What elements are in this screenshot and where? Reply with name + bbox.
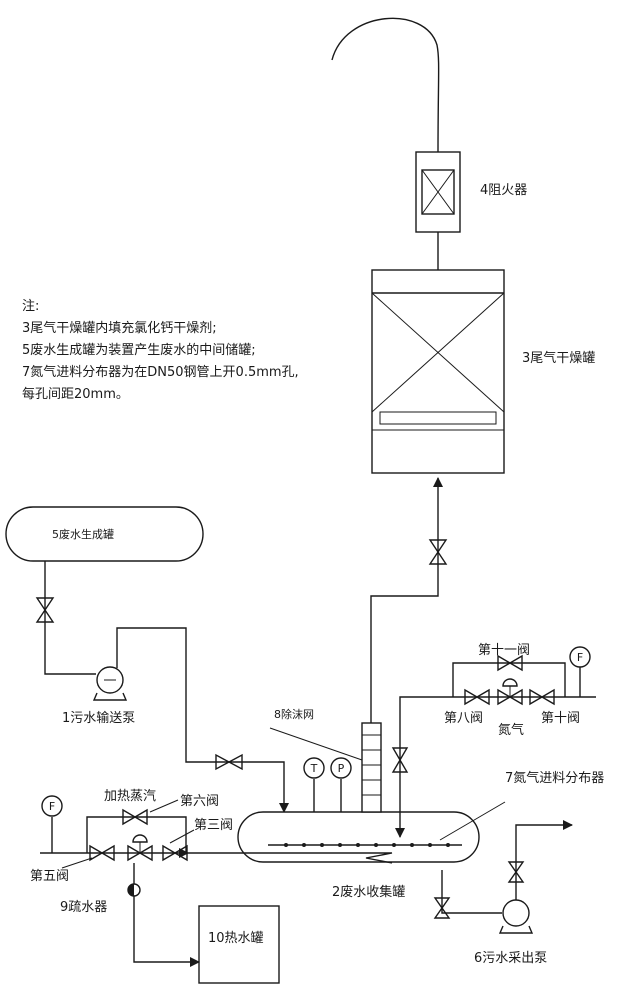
- valve-11[interactable]: [497, 654, 523, 672]
- nitrogen-label: 氮气: [498, 722, 524, 738]
- valve-8-label: 第八阀: [444, 711, 483, 726]
- steam-control-valve[interactable]: [127, 834, 153, 862]
- valve-3[interactable]: [162, 844, 188, 862]
- valve-5-label: 第五阀: [30, 869, 69, 884]
- steam-trap-label: 9疏水器: [60, 900, 107, 915]
- heating-steam-label: 加热蒸汽: [104, 789, 156, 804]
- nitrogen-control-valve[interactable]: [497, 678, 523, 706]
- demister: [361, 722, 382, 813]
- nitrogen-distributor: [268, 843, 462, 847]
- svg-text:P: P: [338, 762, 345, 775]
- note-line-3: 7氮气进料分布器为在DN50钢管上开0.5mm孔,: [22, 365, 299, 380]
- valve-10-label: 第十阀: [541, 711, 580, 726]
- valve-gen-outlet[interactable]: [35, 597, 55, 623]
- valve-11-label: 第十一阀: [478, 643, 530, 658]
- demister-label: 8除沫网: [274, 707, 314, 721]
- generation-tank-label: 5废水生成罐: [52, 527, 114, 541]
- pump-1-label: 1污水输送泵: [62, 710, 135, 726]
- note-line-4: 每孔间距20mm。: [22, 387, 129, 402]
- valve-6-label: 第六阀: [180, 794, 219, 809]
- valve-8[interactable]: [464, 688, 490, 706]
- pressure-gauge: P: [330, 757, 352, 779]
- svg-text:T: T: [310, 762, 318, 775]
- valve-6[interactable]: [122, 808, 148, 826]
- valve-n2-down[interactable]: [391, 747, 409, 773]
- hot-water-tank: [198, 905, 280, 984]
- generation-tank: [5, 506, 204, 562]
- valve-tank-outlet[interactable]: [433, 897, 451, 919]
- pump-6-label: 6污水采出泵: [474, 951, 547, 966]
- pump-6[interactable]: [498, 899, 534, 934]
- drying-tank: [371, 269, 505, 474]
- collection-tank-label: 2废水收集罐: [332, 884, 405, 900]
- flow-meter-steam: F: [41, 795, 63, 817]
- temperature-gauge: T: [303, 757, 325, 779]
- steam-trap: [127, 883, 141, 897]
- notes-title: 注:: [22, 299, 40, 314]
- svg-text:F: F: [49, 800, 55, 813]
- drying-tank-label: 3尾气干燥罐: [522, 350, 595, 366]
- valve-3-label: 第三阀: [194, 818, 233, 833]
- flame-arrester-label: 4阻火器: [480, 183, 527, 198]
- valve-pump-outlet[interactable]: [507, 861, 525, 883]
- note-line-1: 3尾气干燥罐内填充氯化钙干燥剂;: [22, 321, 217, 336]
- vent-gooseneck: [331, 17, 440, 153]
- valve-feed[interactable]: [215, 753, 243, 771]
- flame-arrester: [415, 151, 461, 233]
- notes-block: 注: 3尾气干燥罐内填充氯化钙干燥剂; 5废水生成罐为装置产生废水的中间储罐; …: [22, 296, 352, 406]
- collection-tank: [237, 811, 480, 863]
- valve-10[interactable]: [529, 688, 555, 706]
- flow-meter-nitrogen: F: [569, 646, 591, 668]
- valve-vent[interactable]: [428, 539, 448, 565]
- hot-water-tank-label: 10热水罐: [208, 931, 264, 946]
- note-line-2: 5废水生成罐为装置产生废水的中间储罐;: [22, 343, 256, 358]
- valve-5[interactable]: [89, 844, 115, 862]
- svg-text:F: F: [577, 651, 583, 664]
- distributor-label: 7氮气进料分布器: [505, 770, 604, 786]
- pump-1[interactable]: [92, 666, 128, 701]
